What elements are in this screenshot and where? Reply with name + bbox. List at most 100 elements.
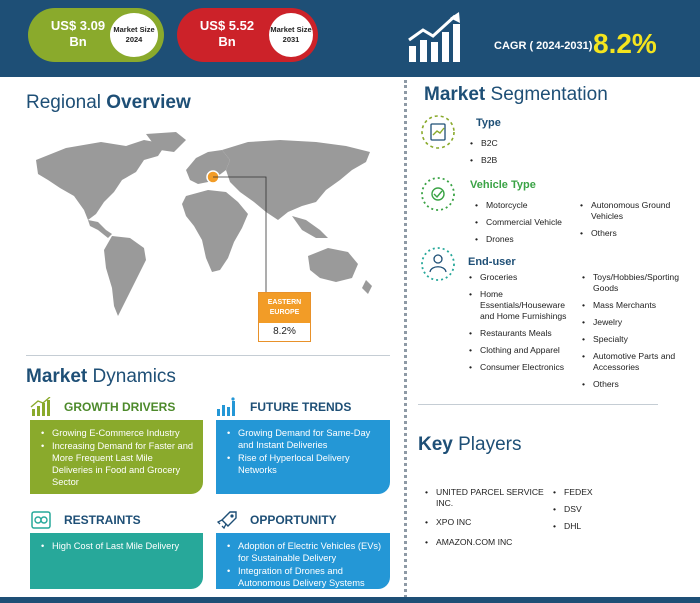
key-players-title: Key Players [418,434,522,456]
end-user-label: End-user [468,256,516,268]
region-value: 8.2% [273,326,296,337]
vehicle-type-label: Vehicle Type [470,179,536,191]
region-callout: EASTERN EUROPE 8.2% [258,292,311,342]
map-australia [308,248,358,282]
market-size-2031-label: Market Size 2031 [269,13,313,57]
key-players-title-bold: Key [418,434,453,455]
restraints-list: High Cost of Last Mile Delivery [38,540,195,552]
column-divider [404,80,407,598]
list-item: Drones [474,234,584,245]
list-item: Toys/Hobbies/Sporting Goods [581,272,696,294]
list-item: Commercial Vehicle [474,217,584,228]
market-size-2024-label: Market Size 2024 [110,13,158,57]
list-item: UNITED PARCEL SERVICE INC. [424,487,554,509]
growth-chart-icon [408,12,460,62]
list-item: FEDEX [552,487,652,498]
list-item: Rise of Hyperlocal Delivery Networks [224,452,382,476]
list-item: Integration of Drones and Autonomous Del… [224,565,382,589]
market-segmentation-title: Market Segmentation [424,84,608,106]
map-north-america [36,140,166,220]
key-players-list-1: UNITED PARCEL SERVICE INC. XPO INC AMAZO… [424,487,554,548]
type-label: Type [476,117,501,129]
list-item: Restaurants Meals [468,328,580,339]
market-dynamics-title: Market Dynamics [26,366,176,388]
restraints-label: RESTRAINTS [64,513,141,527]
growth-drivers-list: Growing E-Commerce Industry Increasing D… [38,427,195,488]
dynamics-title-bold: Market [26,366,88,387]
section-divider [418,404,658,405]
list-item: Consumer Electronics [468,362,580,373]
opportunity-list: Adoption of Electric Vehicles (EVs) for … [224,540,382,589]
footer-bar [0,597,700,603]
type-list: B2C B2B [469,138,498,166]
end-user-icon [421,247,455,281]
market-size-2024-pill: US$ 3.09 Bn Market Size 2024 [28,8,164,62]
list-item: High Cost of Last Mile Delivery [38,540,195,552]
list-item: Specialty [581,334,696,345]
growth-drivers-box: Growing E-Commerce Industry Increasing D… [30,420,203,494]
market-size-2024-amount: US$ 3.09 Bn [44,18,112,50]
future-trends-box: Growing Demand for Same-Day and Instant … [216,420,390,494]
list-item: AMAZON.COM INC [424,537,554,548]
market-size-2031-pill: US$ 5.52 Bn Market Size 2031 [177,8,318,62]
future-trends-label: FUTURE TRENDS [250,400,352,414]
vehicle-type-icon [421,177,455,211]
vehicle-type-list-2: Autonomous Ground Vehicles Others [579,200,691,239]
list-item: Others [579,228,691,239]
list-item: Home Essentials/Houseware and Home Furni… [468,289,580,322]
list-item: B2B [469,155,498,166]
regional-title-plain: Regional [26,92,107,113]
list-item: B2C [469,138,498,149]
list-item: Growing Demand for Same-Day and Instant … [224,427,382,451]
future-trends-icon [217,397,235,416]
segmentation-title-bold: Market [424,84,486,105]
future-trends-list: Growing Demand for Same-Day and Instant … [224,427,382,476]
section-divider [26,355,390,356]
regional-title-bold: Overview [106,92,191,113]
list-item: XPO INC [424,517,554,528]
market-size-2024-unit: Bn [69,34,87,49]
map-asia [222,140,370,220]
key-players-title-plain: Players [452,434,522,455]
vehicle-type-list-1: Motorcycle Commercial Vehicle Drones [474,200,584,245]
list-item: Increasing Demand for Faster and More Fr… [38,440,195,488]
world-map [36,132,372,316]
map-europe [186,150,230,184]
map-south-america [104,236,146,316]
list-item: Adoption of Electric Vehicles (EVs) for … [224,540,382,564]
restraints-icon [31,511,51,529]
list-item: Others [581,379,696,390]
future-trends-header: FUTURE TRENDS [216,397,351,417]
end-user-list-2: Toys/Hobbies/Sporting Goods Mass Merchan… [581,272,696,390]
market-size-2031-amount: US$ 5.52 Bn [193,18,261,50]
map-greenland [146,132,186,152]
dynamics-title-plain: Dynamics [87,366,176,387]
list-item: DHL [552,521,652,532]
opportunity-header: OPPORTUNITY [216,510,337,530]
cagr-value: 8.2% [593,28,657,59]
list-item: DSV [552,504,652,515]
list-item: Jewelry [581,317,696,328]
list-item: Automotive Parts and Accessories [581,351,696,373]
market-size-2024-value: US$ 3.09 [50,18,106,33]
type-icon [421,115,455,149]
restraints-header: RESTRAINTS [30,510,141,530]
map-central-america [88,220,112,238]
header-banner: US$ 3.09 Bn Market Size 2024 US$ 5.52 Bn… [0,0,700,77]
cagr-label: CAGR ( 2024-2031) [494,40,593,52]
map-new-zealand [362,280,372,294]
market-size-2031-value: US$ 5.52 [199,18,255,33]
list-item: Growing E-Commerce Industry [38,427,195,439]
growth-drivers-icon [30,397,51,416]
region-leader-line [213,176,267,292]
opportunity-box: Adoption of Electric Vehicles (EVs) for … [216,533,390,589]
restraints-box: High Cost of Last Mile Delivery [30,533,203,589]
rocket-icon [216,511,237,530]
growth-drivers-header: GROWTH DRIVERS [30,397,175,417]
list-item: Mass Merchants [581,300,696,311]
region-name: EASTERN EUROPE [259,293,310,323]
list-item: Clothing and Apparel [468,345,580,356]
map-se-asia [292,216,328,238]
list-item: Groceries [468,272,580,283]
end-user-list-1: Groceries Home Essentials/Houseware and … [468,272,580,373]
